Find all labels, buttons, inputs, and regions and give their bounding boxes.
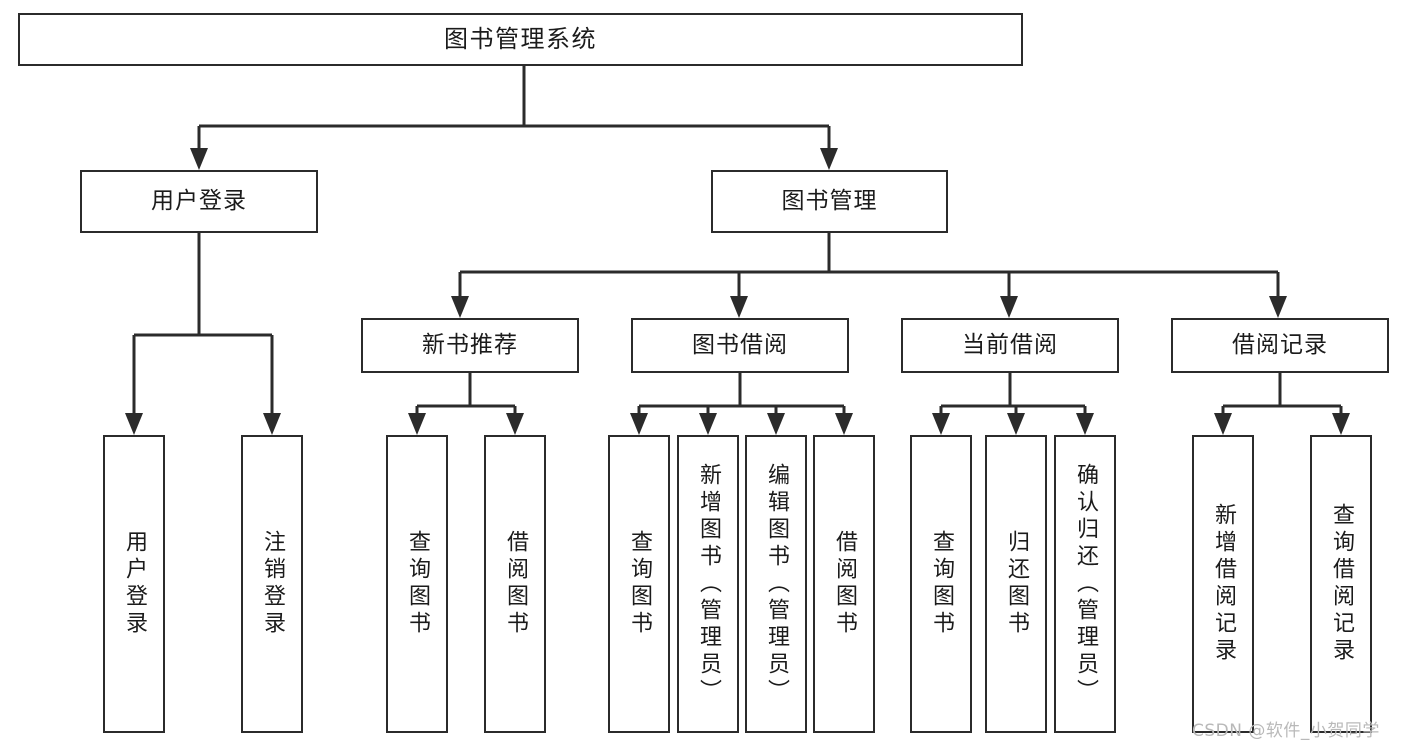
node-leaf-query-book-1[interactable]: 查询图书 (386, 435, 448, 733)
root-label: 图书管理系统 (444, 24, 597, 53)
arrowhead-book-manage-drop-2 (730, 296, 748, 318)
arrowhead-current-drop-1 (932, 413, 950, 435)
node-user-login[interactable]: 用户登录 (80, 170, 318, 233)
leaf-label: 查询图书 (929, 530, 954, 638)
node-new-book-recommend[interactable]: 新书推荐 (361, 318, 579, 373)
leaf-label: 注销登录 (260, 530, 285, 638)
arrowhead-book-manage-drop-1 (451, 296, 469, 318)
arrowhead-current-drop-2 (1007, 413, 1025, 435)
connector-group (125, 66, 1350, 435)
node-label: 新书推荐 (422, 332, 518, 359)
arrowhead-root-drop-book-manage (820, 148, 838, 170)
arrowhead-root-drop-user-login (190, 148, 208, 170)
node-leaf-query-record[interactable]: 查询借阅记录 (1310, 435, 1372, 733)
leaf-label: 新增图书（管理员） (696, 462, 721, 706)
node-leaf-borrow-book-2[interactable]: 借阅图书 (813, 435, 875, 733)
arrowhead-record-drop-1 (1214, 413, 1232, 435)
arrowhead-borrow-drop-4 (835, 413, 853, 435)
leaf-label: 查询图书 (405, 530, 430, 638)
leaf-label: 借阅图书 (832, 530, 857, 638)
leaf-label: 归还图书 (1004, 530, 1029, 638)
node-leaf-add-book[interactable]: 新增图书（管理员） (677, 435, 739, 733)
arrowhead-book-manage-drop-4 (1269, 296, 1287, 318)
arrowhead-record-drop-2 (1332, 413, 1350, 435)
node-current-borrow[interactable]: 当前借阅 (901, 318, 1119, 373)
node-leaf-return-book[interactable]: 归还图书 (985, 435, 1047, 733)
node-borrow-record[interactable]: 借阅记录 (1171, 318, 1389, 373)
node-book-manage[interactable]: 图书管理 (711, 170, 948, 233)
leaf-label: 查询借阅记录 (1329, 503, 1354, 665)
arrowhead-current-drop-3 (1076, 413, 1094, 435)
leaf-label: 借阅图书 (503, 530, 528, 638)
arrowhead-book-manage-drop-3 (1000, 296, 1018, 318)
leaf-label: 确认归还（管理员） (1073, 462, 1098, 706)
leaf-label: 编辑图书（管理员） (764, 462, 789, 706)
node-leaf-confirm-return[interactable]: 确认归还（管理员） (1054, 435, 1116, 733)
arrowhead-borrow-drop-2 (699, 413, 717, 435)
node-leaf-add-record[interactable]: 新增借阅记录 (1192, 435, 1254, 733)
node-label: 图书借阅 (692, 332, 788, 359)
node-leaf-logout-login[interactable]: 注销登录 (241, 435, 303, 733)
node-leaf-query-book-3[interactable]: 查询图书 (910, 435, 972, 733)
arrowhead-user-login-drop-1 (125, 413, 143, 435)
arrowhead-user-login-drop-2 (263, 413, 281, 435)
node-label: 图书管理 (781, 188, 878, 215)
arrowhead-recommend-drop-2 (506, 413, 524, 435)
node-leaf-edit-book[interactable]: 编辑图书（管理员） (745, 435, 807, 733)
node-label: 当前借阅 (962, 332, 1058, 359)
leaf-label: 用户登录 (122, 530, 147, 638)
node-leaf-user-login[interactable]: 用户登录 (103, 435, 165, 733)
watermark-text: CSDN @软件_小贺同学 (1192, 721, 1380, 741)
node-leaf-query-book-2[interactable]: 查询图书 (608, 435, 670, 733)
node-book-borrow[interactable]: 图书借阅 (631, 318, 849, 373)
node-leaf-borrow-book-1[interactable]: 借阅图书 (484, 435, 546, 733)
leaf-label: 新增借阅记录 (1211, 503, 1236, 665)
arrowhead-borrow-drop-1 (630, 413, 648, 435)
node-label: 用户登录 (151, 188, 247, 215)
leaf-label: 查询图书 (627, 530, 652, 638)
node-root[interactable]: 图书管理系统 (18, 13, 1023, 66)
arrowhead-recommend-drop-1 (408, 413, 426, 435)
arrowhead-borrow-drop-3 (767, 413, 785, 435)
node-label: 借阅记录 (1232, 332, 1328, 359)
